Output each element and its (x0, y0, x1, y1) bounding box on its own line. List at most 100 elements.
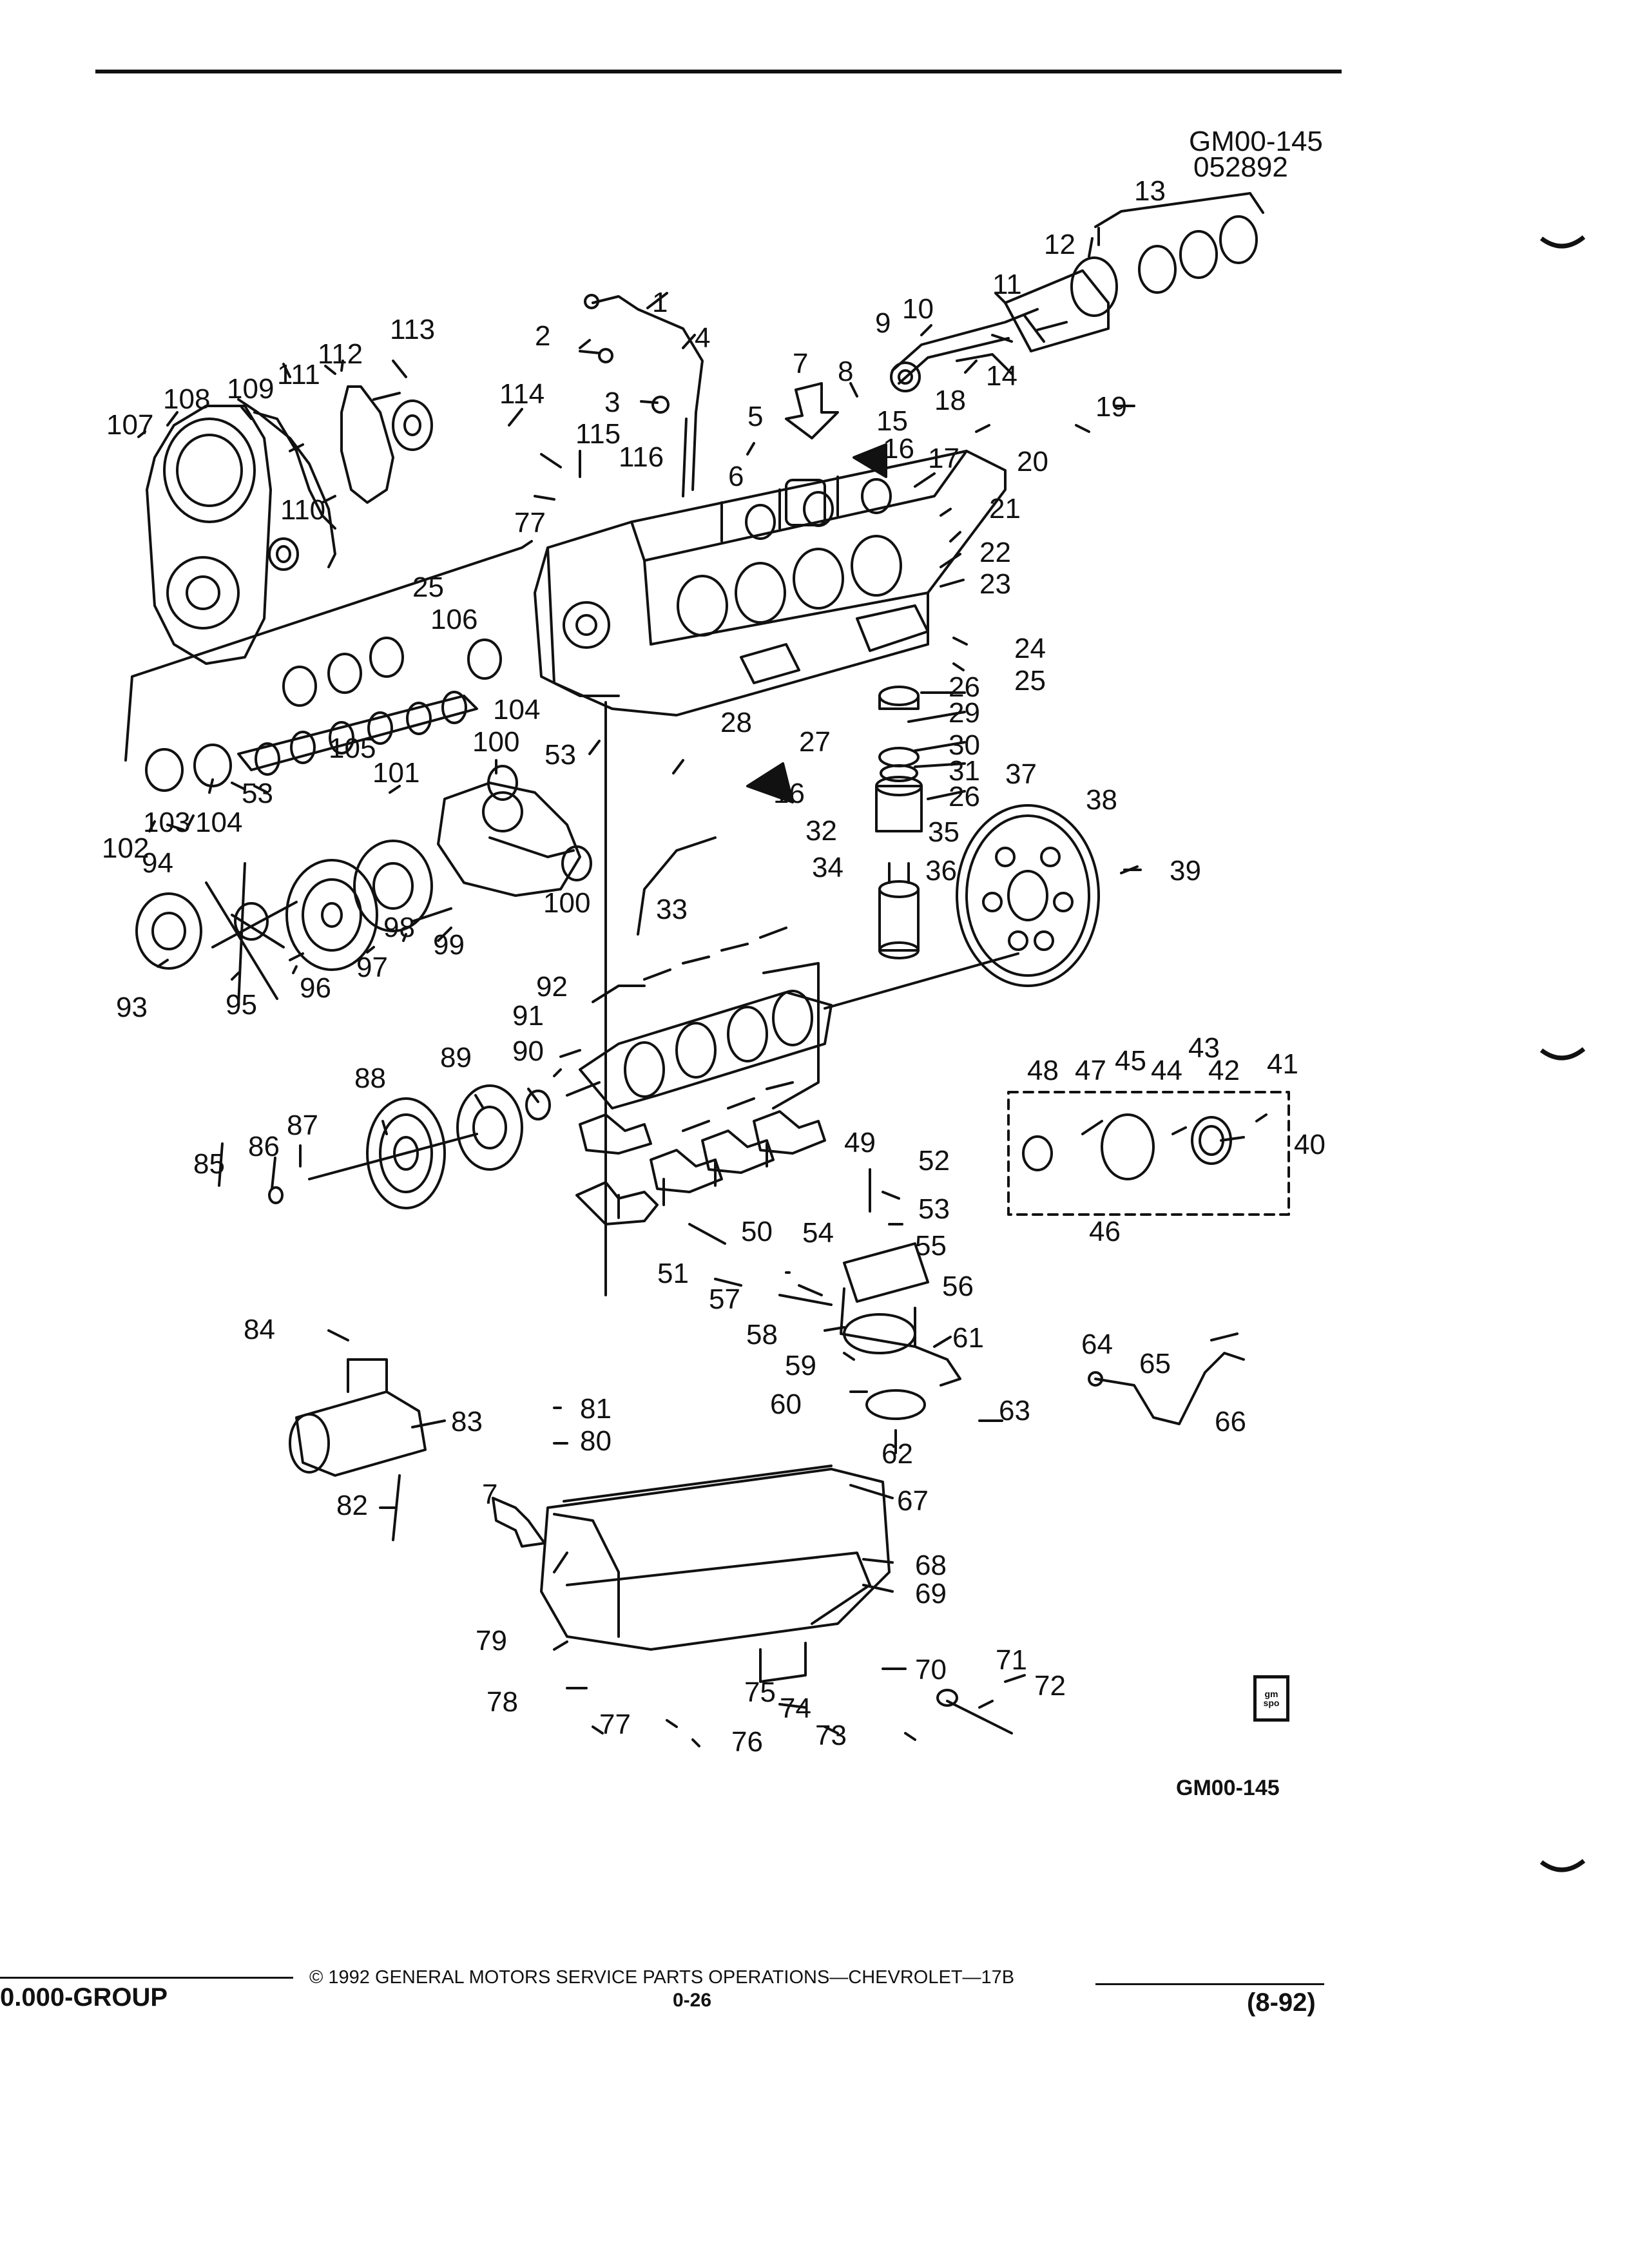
callout-24: 24 (1014, 633, 1046, 664)
arrow-16-mid (746, 762, 794, 803)
oil-pressure-sender (936, 1689, 1013, 1735)
footer-rule-left (0, 1977, 293, 1979)
callout-77-pan: 77 (599, 1709, 631, 1740)
callout-16-top: 16 (883, 433, 914, 465)
oil-filter (875, 686, 923, 959)
callout-2: 2 (535, 320, 551, 352)
callout-38: 38 (1086, 784, 1117, 816)
callout-103: 103 (143, 807, 191, 838)
footer-rule-right (1095, 1983, 1324, 1985)
timing-cover (146, 385, 433, 665)
callout-56: 56 (942, 1271, 974, 1302)
callout-53-right: 53 (918, 1193, 950, 1225)
top-rule (95, 70, 1342, 73)
footer-copyright: © 1992 GENERAL MOTORS SERVICE PARTS OPER… (309, 1967, 1015, 1988)
callout-6: 6 (728, 461, 744, 492)
gm-spo-logo-text: gm spo (1263, 1689, 1280, 1708)
callout-28: 28 (720, 707, 752, 738)
callout-32: 32 (805, 815, 837, 847)
callout-46: 46 (1089, 1216, 1121, 1247)
callout-20: 20 (1017, 446, 1048, 477)
callout-57: 57 (709, 1283, 740, 1315)
callout-18: 18 (934, 385, 966, 416)
callout-116: 116 (619, 441, 664, 473)
callout-107: 107 (106, 409, 154, 441)
callout-29: 29 (949, 697, 980, 729)
callout-69: 69 (915, 1578, 947, 1610)
callout-100-low: 100 (543, 887, 591, 919)
callout-111: 111 (277, 359, 320, 390)
callout-78: 78 (487, 1686, 518, 1718)
callout-35: 35 (928, 816, 959, 848)
callout-64: 64 (1081, 1329, 1113, 1360)
callout-11: 11 (992, 269, 1022, 300)
callout-53-cam: 53 (242, 778, 273, 809)
callout-91: 91 (512, 1000, 544, 1032)
callout-12: 12 (1044, 229, 1075, 260)
callout-39: 39 (1170, 855, 1201, 887)
callout-19: 19 (1095, 391, 1127, 423)
camshaft (145, 637, 502, 794)
callout-90: 90 (512, 1035, 544, 1067)
callout-40: 40 (1294, 1129, 1325, 1160)
callout-102: 102 (102, 832, 149, 864)
callout-44: 44 (1151, 1055, 1182, 1086)
piston-assembly (890, 192, 1264, 392)
callout-8: 8 (838, 356, 854, 387)
callout-63: 63 (999, 1395, 1030, 1427)
drawing-id-bottom: GM00-145 (1176, 1776, 1280, 1800)
callout-34: 34 (812, 852, 843, 883)
callout-10: 10 (902, 293, 934, 325)
callout-30: 30 (949, 729, 980, 761)
binding-mark-3 (1540, 1859, 1585, 1872)
callout-49: 49 (844, 1127, 876, 1158)
callout-80: 80 (580, 1425, 612, 1457)
engine-block (534, 450, 1007, 716)
callout-1: 1 (652, 287, 668, 318)
callout-85: 85 (193, 1148, 225, 1180)
callout-54: 54 (802, 1217, 834, 1249)
callout-37: 37 (1005, 758, 1037, 790)
callout-17: 17 (928, 443, 959, 474)
callout-47: 47 (1075, 1055, 1106, 1086)
callout-9: 9 (875, 307, 891, 339)
callout-25-right: 25 (1014, 665, 1046, 697)
callout-114: 114 (499, 378, 545, 410)
callout-62: 62 (882, 1438, 913, 1470)
callout-94: 94 (142, 847, 173, 879)
callout-60: 60 (770, 1389, 802, 1420)
date-code: 052892 (1193, 151, 1288, 183)
callout-59: 59 (785, 1350, 816, 1381)
callout-113: 113 (390, 314, 436, 345)
arrow-16-top (853, 443, 887, 478)
callout-89: 89 (440, 1042, 472, 1073)
callout-43: 43 (1188, 1032, 1220, 1064)
callout-65: 65 (1139, 1348, 1171, 1379)
binding-mark-2 (1540, 1047, 1585, 1061)
callout-4: 4 (695, 322, 711, 354)
callout-115: 115 (575, 418, 621, 450)
callout-21: 21 (989, 493, 1021, 524)
callout-27: 27 (799, 726, 831, 758)
water-pump (135, 765, 592, 1006)
callout-26-low: 26 (949, 781, 980, 812)
callout-104-block: 104 (493, 694, 541, 726)
footer-group: 0.000-GROUP (0, 1983, 168, 2012)
callout-14: 14 (986, 360, 1017, 392)
binding-mark-1 (1540, 235, 1585, 249)
callout-52: 52 (918, 1145, 950, 1177)
callout-45: 45 (1115, 1045, 1146, 1077)
callout-51: 51 (657, 1258, 689, 1289)
arrow-7-pan (492, 1497, 546, 1548)
arrow-7-top (785, 382, 839, 439)
callout-88: 88 (354, 1062, 386, 1094)
callout-31: 31 (949, 755, 980, 787)
callout-7-pan: 7 (482, 1479, 498, 1510)
callout-75: 75 (744, 1677, 776, 1708)
callout-58: 58 (746, 1319, 778, 1350)
callout-72: 72 (1034, 1670, 1066, 1702)
drawing-id: GM00-145 (1189, 126, 1323, 157)
callout-7-top: 7 (793, 348, 809, 380)
callout-67: 67 (897, 1485, 929, 1517)
